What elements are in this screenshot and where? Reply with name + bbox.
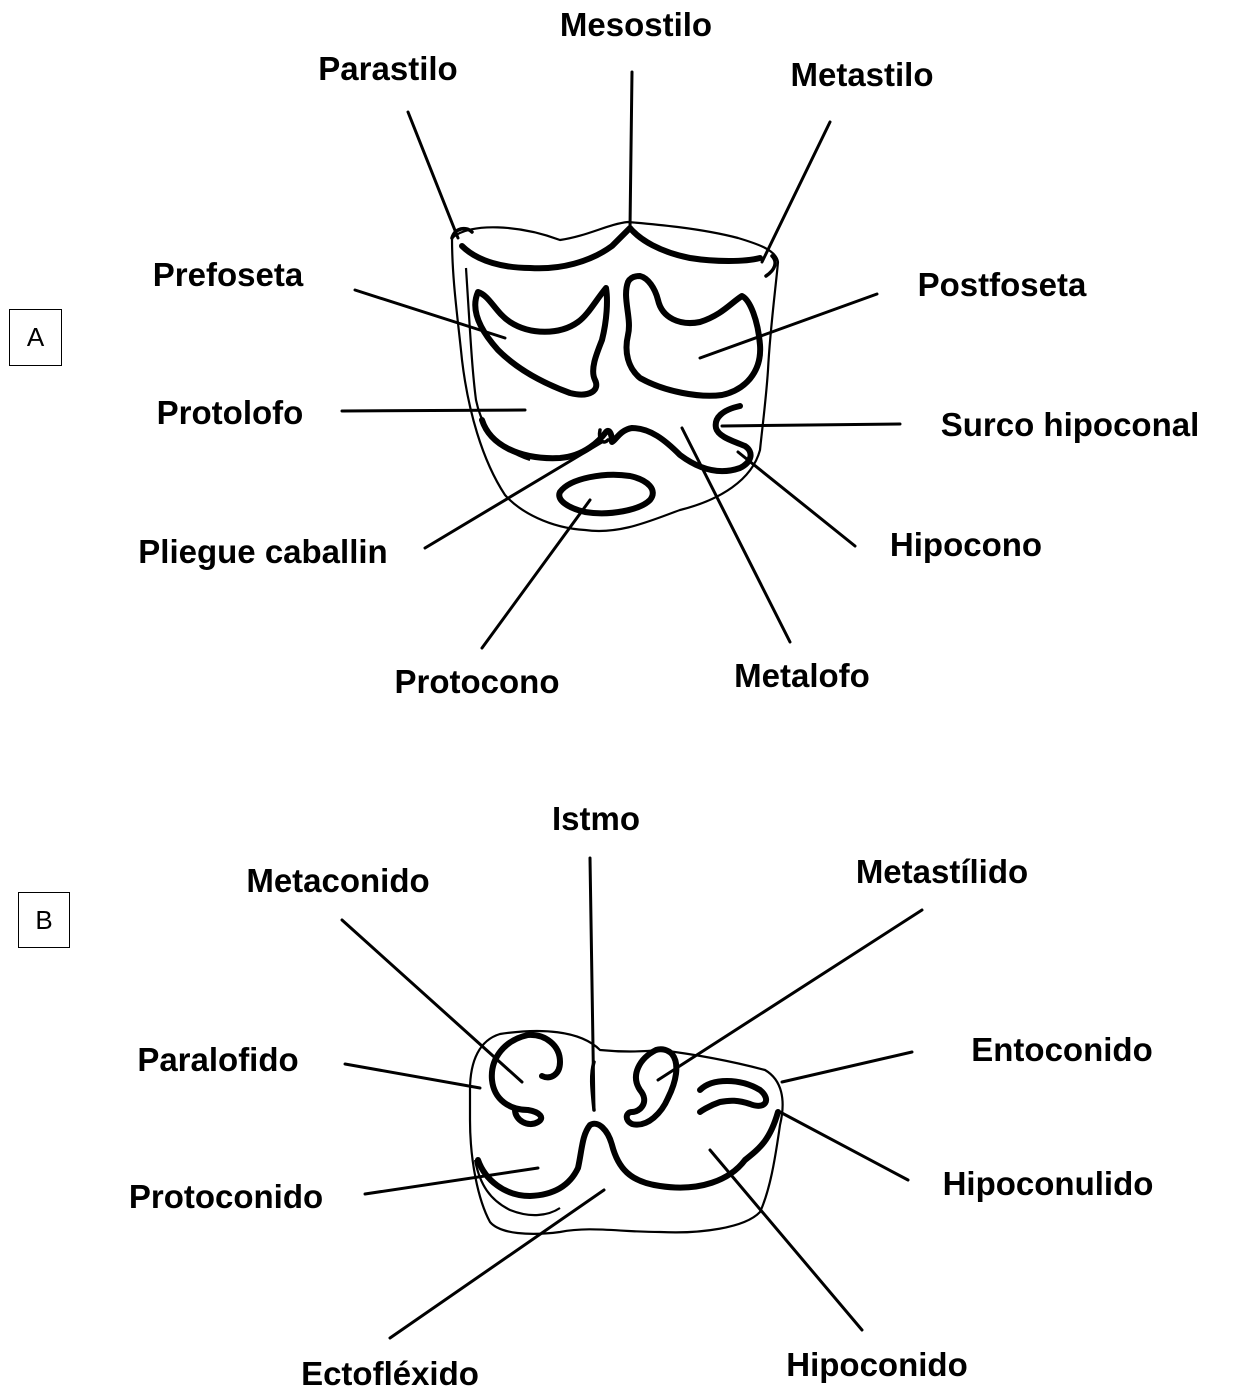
leader-hipocono xyxy=(738,452,855,546)
label-metastilido: Metastílido xyxy=(856,853,1028,890)
leader-parastilo xyxy=(408,112,458,238)
leader-entoconido xyxy=(782,1052,912,1082)
label-surco-hipoconal: Surco hipoconal xyxy=(941,406,1200,443)
label-entoconido: Entoconido xyxy=(971,1031,1152,1068)
label-parastilo: Parastilo xyxy=(318,50,457,87)
label-protoconido: Protoconido xyxy=(129,1178,323,1215)
leader-ectoflexido xyxy=(390,1190,604,1338)
upper-lingual-enamel xyxy=(482,406,751,471)
leader-mesostilo xyxy=(630,72,632,228)
upper-metastyle-hook xyxy=(766,256,775,276)
leader-metalofo xyxy=(682,428,790,642)
lower-tooth-drawing xyxy=(470,1031,783,1234)
leader-surco-hipoconal xyxy=(722,424,900,426)
lower-metastylid xyxy=(627,1049,677,1124)
label-hipoconido: Hipoconido xyxy=(786,1346,967,1383)
leader-pliegue-caballin xyxy=(425,442,602,548)
upper-postfossette xyxy=(626,276,760,396)
upper-tooth-drawing xyxy=(452,222,778,531)
label-paralofido: Paralofido xyxy=(137,1041,298,1078)
label-istmo: Istmo xyxy=(552,800,640,837)
lower-entoconid xyxy=(700,1081,766,1112)
leader-paralofido xyxy=(345,1064,480,1088)
label-mesostilo: Mesostilo xyxy=(560,6,712,43)
leader-hipoconulido xyxy=(780,1112,908,1180)
lower-tooth-outline xyxy=(470,1031,783,1234)
label-metaconido: Metaconido xyxy=(246,862,429,899)
lower-inner-line xyxy=(475,1160,560,1215)
label-protocono: Protocono xyxy=(395,663,560,700)
label-ectoflexido: Ectofléxido xyxy=(301,1355,479,1392)
upper-leader-lines xyxy=(342,72,900,648)
leader-metaconido xyxy=(342,920,522,1082)
upper-tooth-outline xyxy=(452,222,778,531)
leader-postfoseta xyxy=(700,294,877,358)
upper-prefossette xyxy=(475,288,607,395)
label-prefoseta: Prefoseta xyxy=(153,256,304,293)
label-protolofo: Protolofo xyxy=(157,394,304,431)
leader-protocono xyxy=(482,500,590,648)
lower-metaconid xyxy=(492,1035,560,1124)
leader-hipoconido xyxy=(710,1150,862,1330)
label-pliegue-caballin: Pliegue caballin xyxy=(138,533,387,570)
leader-protolofo xyxy=(342,410,525,411)
label-postfoseta: Postfoseta xyxy=(918,266,1087,303)
label-hipocono: Hipocono xyxy=(890,526,1042,563)
label-metalofo: Metalofo xyxy=(734,657,870,694)
label-hipoconulido: Hipoconulido xyxy=(943,1165,1154,1202)
leader-metastilo xyxy=(762,122,830,262)
label-metastilo: Metastilo xyxy=(790,56,933,93)
leader-metastilido xyxy=(658,910,922,1080)
lower-leader-lines xyxy=(342,858,922,1338)
upper-protocone xyxy=(559,475,653,513)
